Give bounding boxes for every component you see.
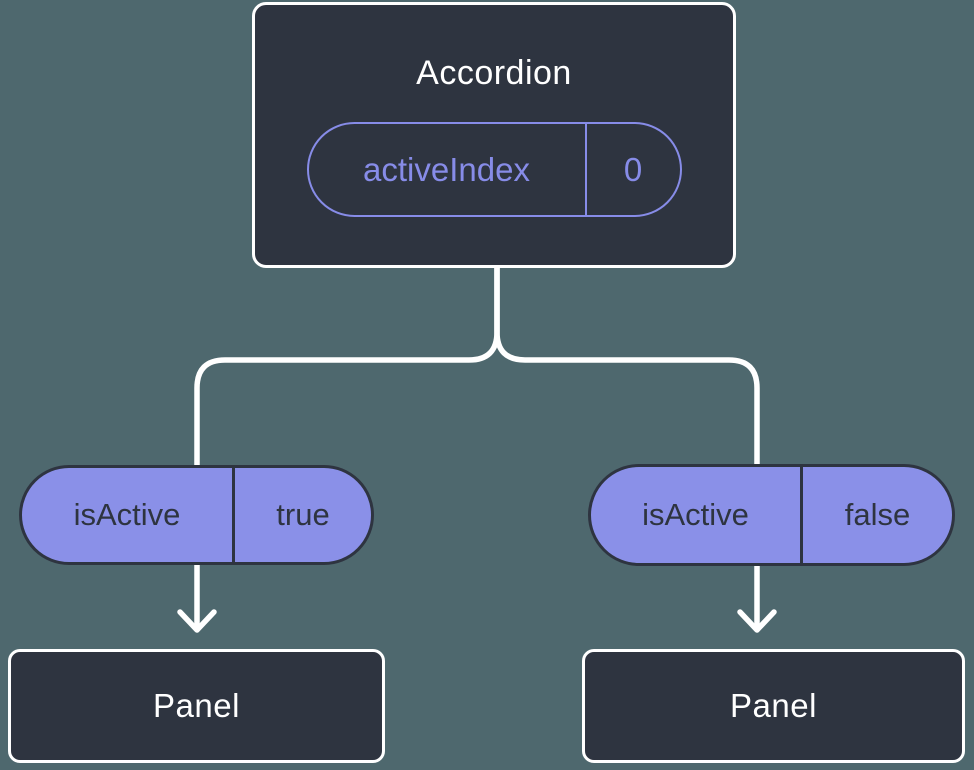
panel-title: Panel bbox=[730, 687, 817, 724]
arrowhead-left-icon bbox=[177, 609, 217, 633]
panel-node-left: Panel bbox=[8, 649, 385, 763]
prop-value-label: false bbox=[844, 497, 911, 532]
prop-pill-left: isActive true bbox=[19, 465, 374, 565]
state-pill: activeIndex 0 bbox=[306, 122, 682, 217]
prop-value-label: true bbox=[276, 497, 330, 532]
panel-title: Panel bbox=[153, 687, 240, 724]
state-name-label: activeIndex bbox=[309, 124, 587, 215]
prop-pill-right: isActive false bbox=[588, 464, 955, 566]
prop-name-label: isActive bbox=[22, 468, 235, 562]
branch-line-left bbox=[194, 263, 500, 631]
accordion-title: Accordion bbox=[416, 54, 572, 92]
branch-line-right bbox=[494, 263, 760, 631]
state-value-label: 0 bbox=[623, 150, 643, 188]
prop-name-label: isActive bbox=[591, 467, 803, 563]
panel-node-right: Panel bbox=[582, 649, 965, 763]
accordion-node: Accordion activeIndex 0 bbox=[252, 2, 736, 268]
arrowhead-right-icon bbox=[737, 609, 777, 633]
